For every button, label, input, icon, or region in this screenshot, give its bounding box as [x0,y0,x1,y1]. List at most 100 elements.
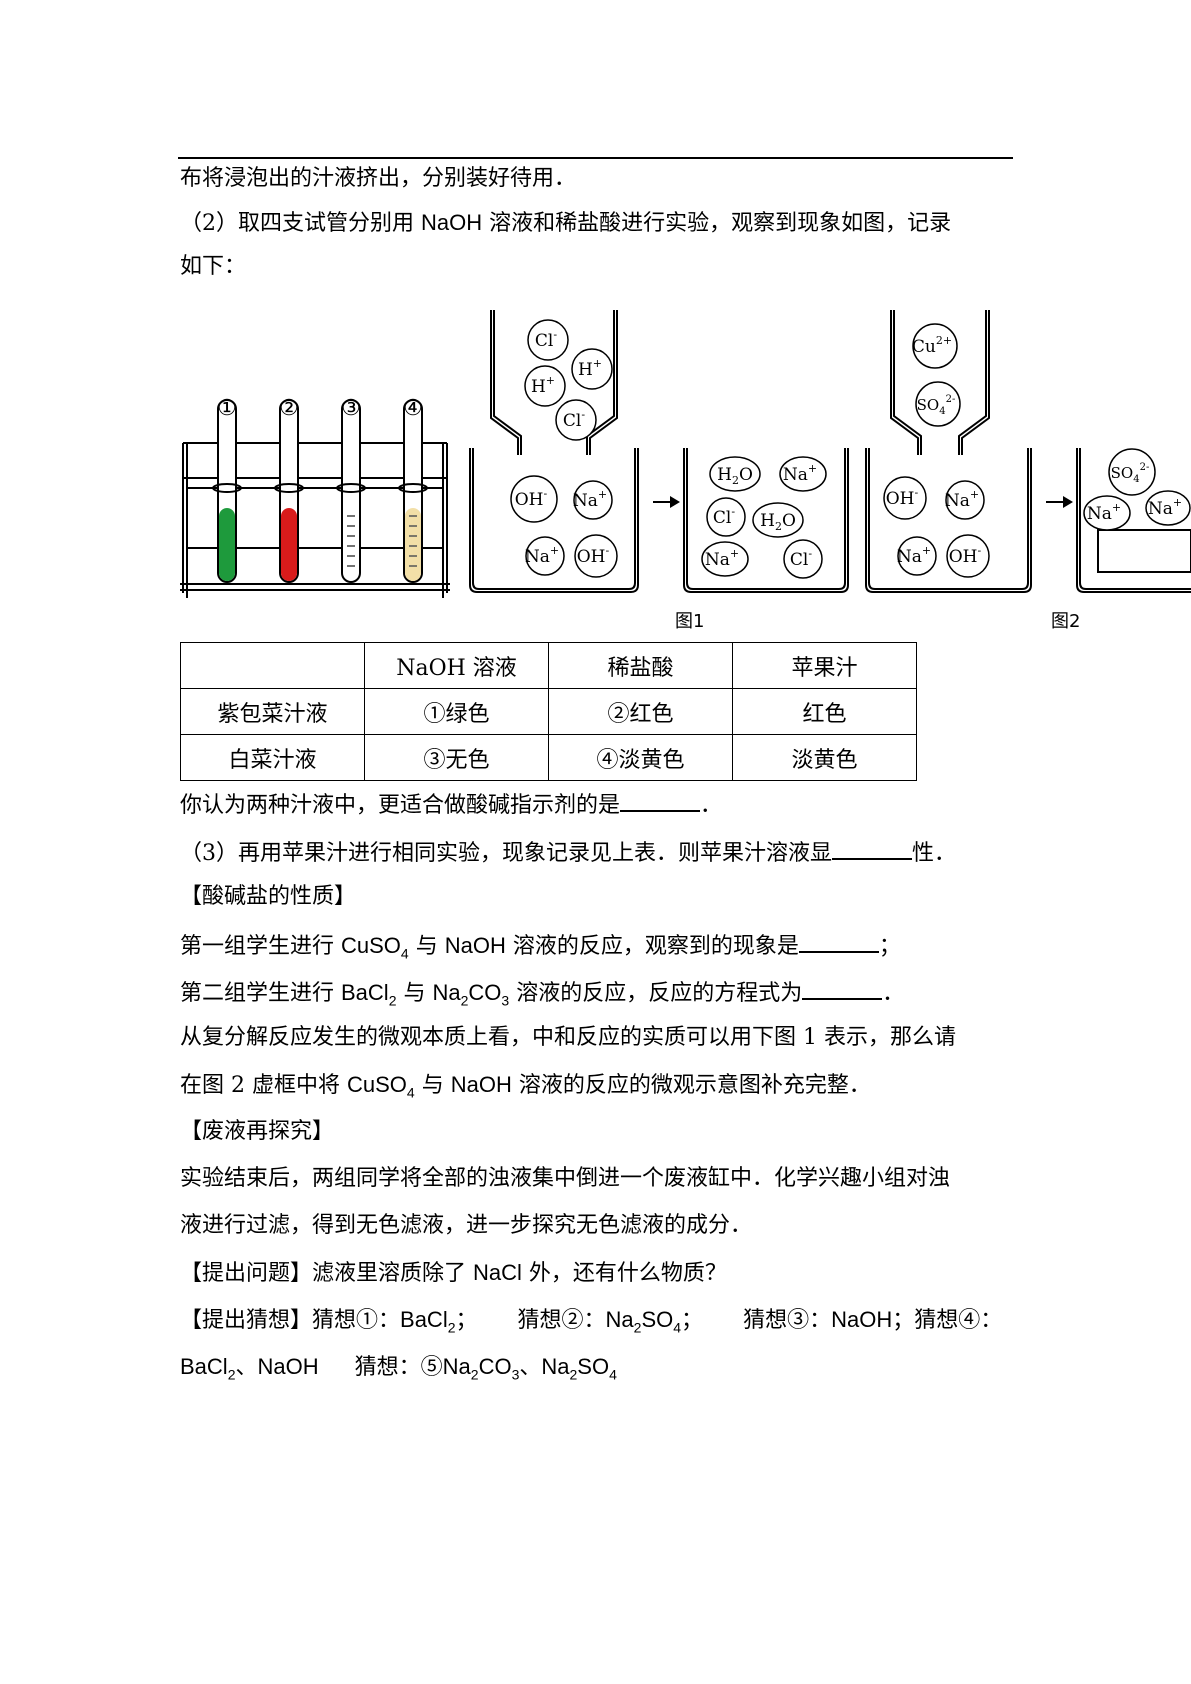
svg-text:OH-: OH- [577,544,610,567]
table-cell: 淡黄色 [732,734,917,781]
ion-h: H+ [571,348,613,390]
svg-text:Na+: Na+ [1087,501,1121,524]
header-rule [178,157,1013,159]
tube-number-4: ④ [403,396,423,421]
table-cell: NaOH 溶液 [364,642,549,689]
fig1-beaker-1 [469,310,639,593]
tube-number-2: ② [279,396,299,421]
ion-na: Na+ [701,541,749,577]
svg-text:SO42-: SO42- [1111,462,1150,485]
table-cell: ①绿色 [364,688,549,735]
text-line-5: （3）再用苹果汁进行相同实验，现象记录见上表．则苹果汁溶液显性． [180,836,956,869]
ion-na: Na+ [1145,490,1191,526]
text-line-4: 你认为两种汁液中，更适合做酸碱指示剂的是． [180,788,722,821]
svg-text:Na+: Na+ [525,544,559,567]
svg-text:Na+: Na+ [897,544,931,567]
answer-blank[interactable] [798,929,879,953]
ion-cl: Cl- [527,319,569,361]
ion-cl: Cl- [783,539,823,579]
fig2-beaker-2 [1076,448,1191,593]
svg-text:H+: H+ [578,357,602,380]
ion-cl: Cl- [706,497,746,537]
svg-text:OH-: OH- [886,486,919,509]
svg-text:Na+: Na+ [945,488,979,511]
ion-oh: OH- [510,475,558,523]
svg-text:Na+: Na+ [783,462,817,485]
answer-box [1097,529,1191,573]
table-cell: 紫包菜汁液 [180,688,365,735]
svg-text:OH-: OH- [949,544,982,567]
molecule-h2o: H2O [709,456,761,492]
table-cell: 白菜汁液 [180,734,365,781]
experiment-figure: ① ② ③ ④ [180,310,1191,632]
svg-text:Cu2+: Cu2+ [912,334,952,357]
ion-na: Na+ [779,456,827,492]
text-line-6: 第一组学生进行 CuSO4 与 NaOH 溶液的反应，观察到的现象是； [180,929,901,968]
table-cell: 苹果汁 [732,642,917,689]
svg-text:Cl-: Cl- [563,408,585,431]
ion-na: Na+ [525,536,565,576]
table-row: 紫包菜汁液 ①绿色 ②红色 红色 [180,688,917,735]
svg-text:Na+: Na+ [1148,496,1182,519]
ion-so4: SO42- [1108,448,1156,496]
svg-text:SO42-: SO42- [917,394,956,417]
ion-cl: Cl- [555,399,597,441]
fig1-beaker-2 [683,448,849,593]
table-cell: 红色 [732,688,917,735]
svg-text:Cl-: Cl- [535,328,557,351]
test-tube-4 [398,399,428,583]
table-cell: ③无色 [364,734,549,781]
text-line-9: 在图 2 虚框中将 CuSO4 与 NaOH 溶液的反应的微观示意图补充完整． [180,1072,871,1101]
tube-number-1: ① [217,396,237,421]
ion-cu: Cu2+ [912,323,958,369]
svg-text:H+: H+ [531,374,555,397]
ion-oh: OH- [946,534,990,578]
table-cell: ④淡黄色 [548,734,733,781]
ion-na: Na+ [573,480,613,520]
text-line-1: 布将浸泡出的汁液挤出，分别装好待用． [180,166,577,191]
table-cell [180,642,365,689]
answer-blank[interactable] [802,976,883,1000]
answer-blank[interactable] [832,836,912,860]
fig1-arrow [653,496,680,508]
table-cell: ②红色 [548,688,733,735]
figure-1-caption: 图1 [675,611,704,632]
test-tube-1 [212,399,242,583]
fig2-arrow [1046,496,1073,508]
table-header-row: NaOH 溶液 稀盐酸 苹果汁 [180,642,917,689]
section-heading-properties: 【酸碱盐的性质】 [180,884,357,909]
table-cell: 稀盐酸 [548,642,733,689]
result-table: NaOH 溶液 稀盐酸 苹果汁 紫包菜汁液 ①绿色 ②红色 红色 白菜汁液 ③无… [180,642,917,781]
ion-na: Na+ [1083,495,1131,531]
tube-number-3: ③ [341,396,361,421]
ion-na: Na+ [897,536,937,576]
text-line-7: 第二组学生进行 BaCl2 与 Na2CO3 溶液的反应，反应的方程式为． [180,976,904,1015]
test-tube-3 [336,399,366,583]
answer-blank[interactable] [620,788,701,812]
ion-oh: OH- [574,534,618,578]
svg-text:H2O: H2O [717,465,753,487]
svg-text:Na+: Na+ [573,488,607,511]
ion-na: Na+ [945,480,985,520]
text-line-10: 实验结束后，两组同学将全部的浊液集中倒进一个废液缸中．化学兴趣小组对浊 [180,1166,951,1191]
text-line-2: （2）取四支试管分别用 NaOH 溶液和稀盐酸进行实验，观察到现象如图，记录 [180,210,952,236]
text-line-13: 【提出猜想】猜想①：BaCl2；猜想②：Na2SO4；猜想③：NaOH；猜想④： [180,1307,1003,1336]
ion-so4: SO42- [915,381,961,427]
svg-text:Na+: Na+ [705,547,739,570]
fig2-beaker-1 [865,310,1032,593]
figure-2-caption: 图2 [1051,611,1080,632]
text-line-8: 从复分解反应发生的微观本质上看，中和反应的实质可以用下图 1 表示，那么请 [180,1025,956,1050]
molecule-h2o: H2O [752,502,804,538]
section-heading-waste: 【废液再探究】 [180,1119,335,1144]
test-tube-2 [274,399,304,583]
svg-text:Cl-: Cl- [790,547,812,570]
table-row: 白菜汁液 ③无色 ④淡黄色 淡黄色 [180,734,917,781]
text-line-11: 液进行过滤，得到无色滤液，进一步探究无色滤液的成分． [180,1213,753,1238]
svg-text:OH-: OH- [515,487,548,510]
ion-oh: OH- [883,476,927,520]
svg-text:Cl-: Cl- [713,505,735,528]
ion-h: H+ [524,365,566,407]
text-line-12: 【提出问题】滤液里溶质除了 NaCl 外，还有什么物质？ [180,1260,727,1286]
